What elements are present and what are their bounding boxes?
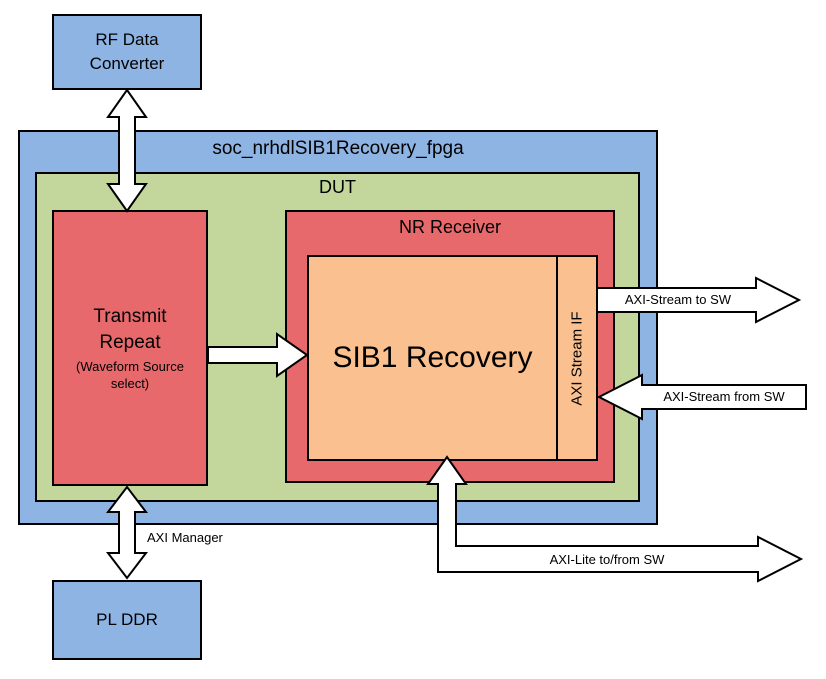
axi-stream-from-sw-label: AXI-Stream from SW <box>663 389 785 404</box>
rf-data-converter-label: RF Data Converter <box>89 30 165 73</box>
axi-stream-if-label: AXI Stream IF <box>568 310 586 406</box>
sib1-recovery-block: SIB1 Recovery <box>307 255 558 461</box>
axi-lite-label: AXI-Lite to/from SW <box>549 552 665 567</box>
pl-ddr-block: PL DDR <box>52 580 202 660</box>
dut-title: DUT <box>319 177 356 197</box>
axi-stream-to-sw-label: AXI-Stream to SW <box>624 292 732 307</box>
sib1-recovery-label: SIB1 Recovery <box>332 341 533 374</box>
transmit-repeat-block: Transmit Repeat (Waveform Source select) <box>52 210 208 486</box>
nr-receiver-title: NR Receiver <box>398 217 502 237</box>
transmit-repeat-title: Transmit Repeat <box>93 306 167 353</box>
pl-ddr-label: PL DDR <box>96 610 158 629</box>
fpga-title: soc_nrhdlSIB1Recovery_fpga <box>212 138 464 159</box>
axi-manager-label: AXI Manager <box>147 530 223 545</box>
axi-stream-if-block: AXI Stream IF <box>556 255 598 461</box>
rf-data-converter-block: RF Data Converter <box>52 14 202 90</box>
transmit-repeat-subtitle: (Waveform Source select) <box>76 359 184 391</box>
